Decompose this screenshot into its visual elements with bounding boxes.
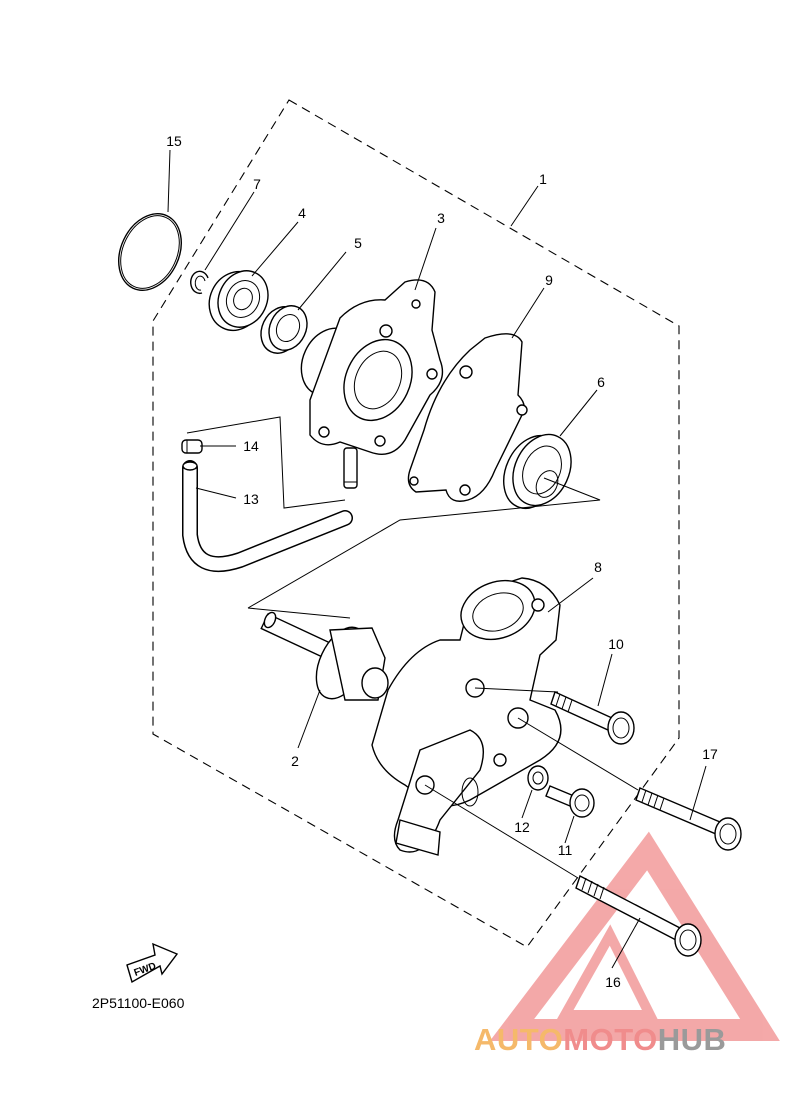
leader-lines bbox=[167, 149, 707, 969]
gasket-part bbox=[407, 333, 528, 502]
watermark-hub: HUB bbox=[657, 1022, 727, 1057]
pump-housing-part bbox=[371, 577, 562, 856]
watermark-auto: AUTO bbox=[474, 1022, 564, 1057]
assembly-boundary bbox=[152, 99, 680, 948]
callout-9: 9 bbox=[545, 272, 553, 288]
callout-17: 17 bbox=[702, 746, 718, 762]
callout-16: 16 bbox=[605, 974, 621, 990]
pump-cover-part bbox=[300, 279, 444, 489]
callout-8: 8 bbox=[594, 559, 602, 575]
callout-11: 11 bbox=[558, 842, 573, 858]
callout-6: 6 bbox=[597, 374, 605, 390]
bolt-part bbox=[550, 691, 635, 745]
longest-bolt-part bbox=[575, 875, 702, 957]
oil-seal-part bbox=[260, 305, 308, 354]
bearing-seal-part bbox=[503, 433, 572, 509]
long-bolt-part bbox=[635, 787, 742, 851]
small-bolt-part bbox=[545, 785, 595, 818]
washer-part bbox=[527, 765, 549, 791]
watermark-text: AUTOMOTOHUB bbox=[474, 1022, 726, 1058]
o-ring-part bbox=[118, 213, 182, 291]
hose-part bbox=[182, 460, 353, 572]
callout-5: 5 bbox=[354, 235, 362, 251]
callout-7: 7 bbox=[253, 176, 261, 192]
callout-2: 2 bbox=[291, 753, 299, 769]
hose-connection-line bbox=[186, 416, 346, 509]
callout-1: 1 bbox=[539, 171, 547, 187]
fwd-arrow-icon: FWD bbox=[126, 942, 179, 984]
hose-clamp-part bbox=[181, 439, 203, 454]
callout-4: 4 bbox=[298, 205, 306, 221]
callout-12: 12 bbox=[514, 819, 530, 835]
callout-14: 14 bbox=[243, 438, 259, 454]
impeller-shaft-part bbox=[260, 611, 389, 701]
callout-3: 3 bbox=[437, 210, 445, 226]
callout-13: 13 bbox=[243, 491, 259, 507]
bearing-part bbox=[208, 270, 269, 332]
callout-15: 15 bbox=[166, 133, 182, 149]
diagram-code: 2P51100-E060 bbox=[92, 995, 185, 1011]
watermark-logo-icon bbox=[489, 831, 780, 1041]
circlip-part bbox=[190, 270, 209, 295]
watermark-moto: MOTO bbox=[563, 1022, 658, 1057]
callout-10: 10 bbox=[608, 636, 624, 652]
